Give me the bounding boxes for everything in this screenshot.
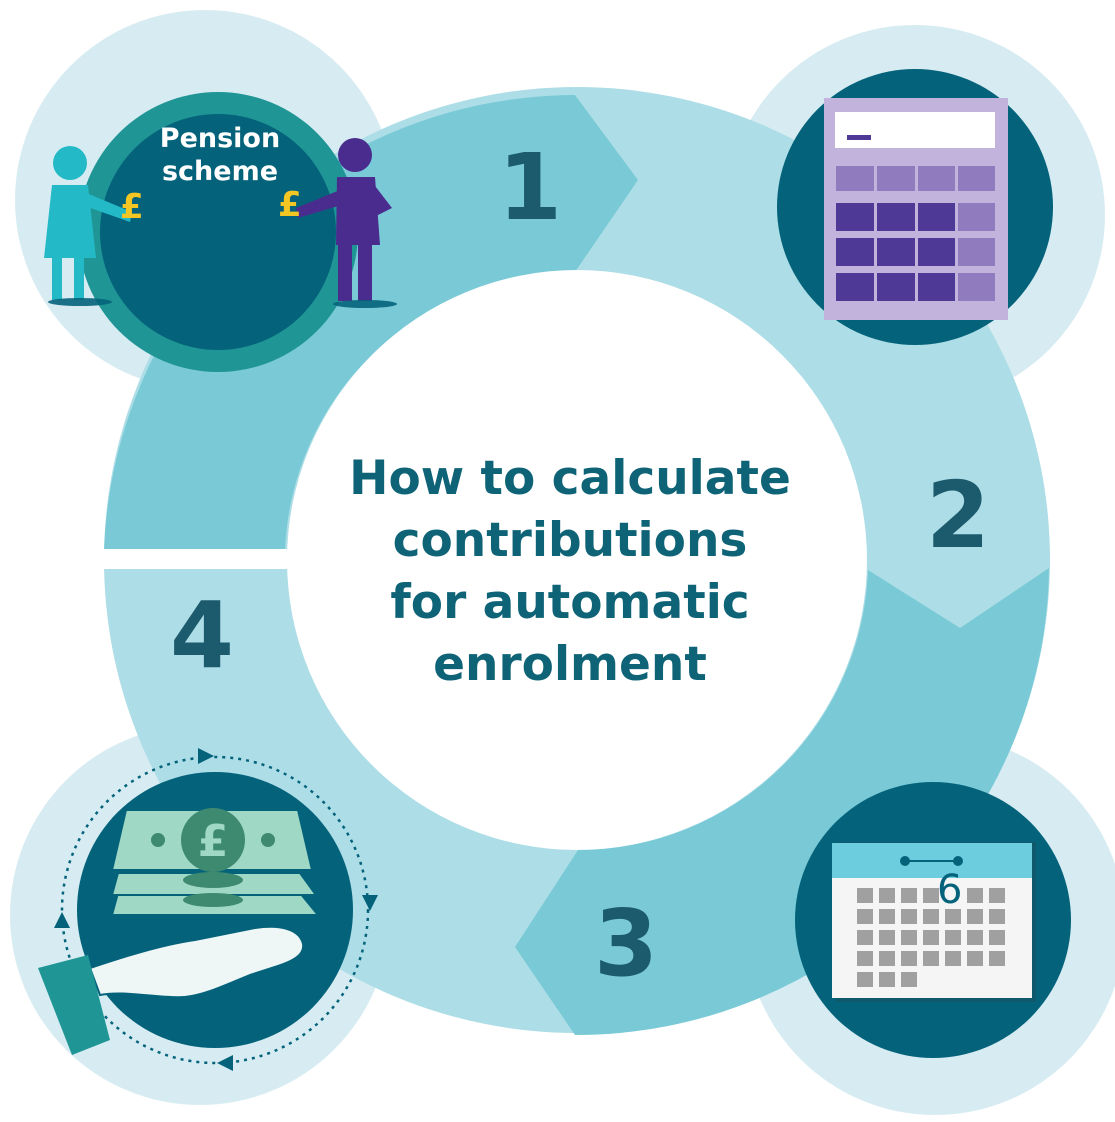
step-1-number: 1	[498, 134, 563, 241]
calendar-day-cell	[923, 909, 939, 924]
calendar-day-cell	[945, 951, 961, 966]
calendar-day-cell	[945, 930, 961, 945]
diagram-title: How to calculate contributions for autom…	[330, 448, 810, 696]
calendar-icon	[795, 782, 1071, 1058]
pension-scheme-icon	[44, 92, 397, 372]
calendar-day-cell	[989, 951, 1005, 966]
calendar-day-cell	[989, 909, 1005, 924]
segment-1	[104, 95, 638, 550]
calendar-day-cell	[879, 951, 895, 966]
calendar-day-cell	[901, 909, 917, 924]
calendar-day-cell	[857, 951, 873, 966]
calendar-day-cell	[967, 888, 983, 903]
calendar-day-cell	[945, 909, 961, 924]
title-line-4: enrolment	[433, 637, 707, 692]
calendar-day-cell	[857, 930, 873, 945]
step-2-number: 2	[926, 462, 991, 569]
calendar-day-cell	[923, 930, 939, 945]
title-line-2: contributions	[392, 513, 748, 568]
calendar-day-cell	[879, 930, 895, 945]
ring-gap	[95, 549, 295, 569]
calculator-icon	[777, 69, 1053, 345]
calendar-day-cell	[857, 909, 873, 924]
calendar-day-cell	[879, 888, 895, 903]
calendar-day-cell	[901, 888, 917, 903]
calendar-day-cell	[967, 951, 983, 966]
segment-3	[515, 568, 1049, 1036]
pound-symbol-right: £	[278, 185, 302, 225]
calendar-day-cell	[989, 930, 1005, 945]
title-line-1: How to calculate	[349, 451, 791, 506]
pension-label-line-1: Pension	[159, 123, 281, 154]
pound-symbol-left: £	[120, 187, 144, 227]
calendar-day-cell	[879, 909, 895, 924]
calendar-day-cell	[923, 951, 939, 966]
pension-label-line-2: scheme	[161, 156, 279, 187]
money-hand-icon: £	[38, 748, 378, 1071]
calendar-day-cell	[967, 930, 983, 945]
calendar-day-cell	[967, 909, 983, 924]
pension-scheme-label: Pension scheme	[140, 122, 300, 188]
step-4-number: 4	[170, 582, 235, 689]
calendar-day-number: 6	[937, 867, 963, 913]
calendar-day-cell	[901, 930, 917, 945]
calendar-day-cell	[857, 888, 873, 903]
center-circle	[287, 270, 867, 850]
calendar-day-cell	[879, 972, 895, 987]
calendar-day-cell	[901, 972, 917, 987]
calendar-day-cell	[989, 888, 1005, 903]
title-line-3: for automatic	[390, 575, 750, 630]
calendar-day-cell	[901, 951, 917, 966]
calendar-day-cell	[857, 972, 873, 987]
step-3-number: 3	[594, 890, 659, 997]
calendar-day-cell	[923, 888, 939, 903]
svg-text:£: £	[198, 816, 229, 867]
